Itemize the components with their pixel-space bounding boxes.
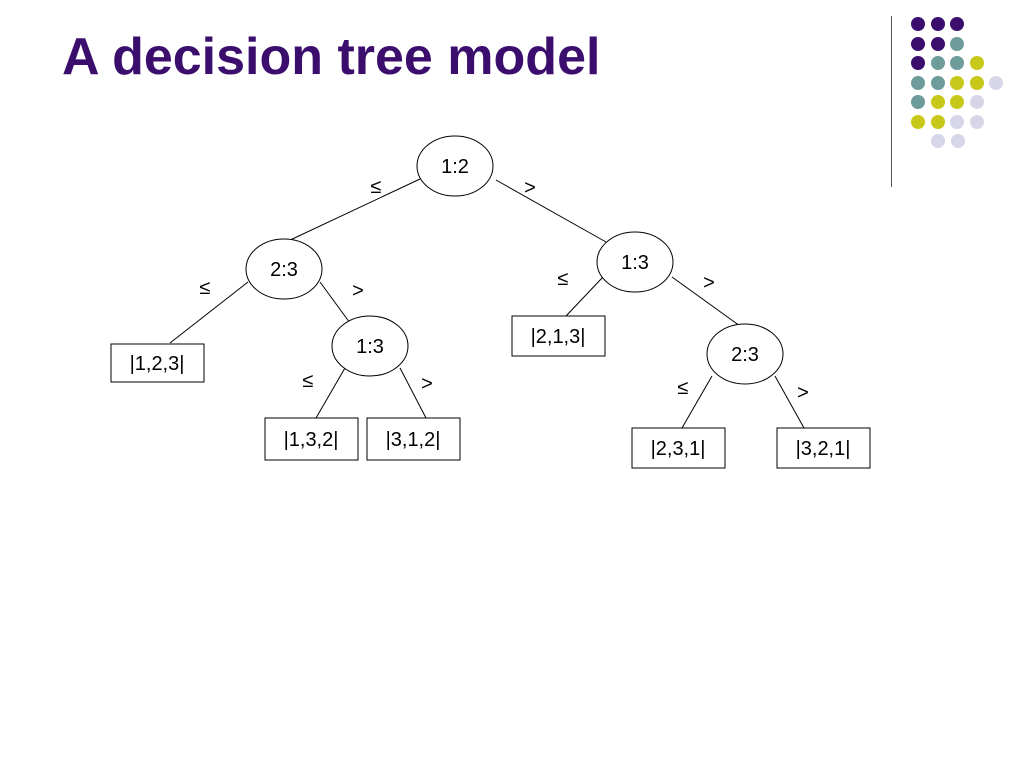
node-label: 1:3 <box>356 336 384 358</box>
decoration-dot <box>950 134 965 148</box>
decoration-dot <box>950 56 964 70</box>
leaf-box <box>366 417 461 461</box>
edge-root-right <box>495 179 607 243</box>
edge-n13a-left <box>315 367 346 419</box>
decoration-dot <box>930 36 945 51</box>
decoration-dot <box>969 95 984 109</box>
decoration-dot <box>950 75 964 90</box>
leaf-label: |1,2,3| <box>130 353 185 375</box>
node-right-right <box>706 323 784 385</box>
decoration-dot <box>950 114 964 129</box>
slide-title: A decision tree model <box>62 28 601 86</box>
edge-label-gt: > <box>352 280 364 302</box>
leaf-box <box>631 427 726 469</box>
decoration-dot <box>969 56 984 70</box>
leaf-box <box>511 315 606 357</box>
leaf-label: |3,2,1| <box>796 438 851 460</box>
edge-label-gt: > <box>524 177 536 199</box>
edge-n13b-right <box>671 276 741 327</box>
decoration-dot <box>930 17 945 31</box>
edge-n13a-right <box>399 367 427 419</box>
decoration-dot <box>911 17 925 31</box>
node-label: 2:3 <box>270 259 298 281</box>
node-right <box>596 231 674 293</box>
leaf-label: |3,1,2| <box>386 429 441 451</box>
decoration-dot <box>930 56 945 70</box>
edge-label-le: ≤ <box>371 176 382 198</box>
decoration-dot <box>911 114 925 129</box>
edge-label-gt: > <box>421 373 433 395</box>
leaf-label: |1,3,2| <box>284 429 339 451</box>
edge-label-le: ≤ <box>303 370 314 392</box>
decoration-dot <box>911 95 925 109</box>
title-divider <box>891 16 892 187</box>
edge-label-gt: > <box>703 272 715 294</box>
edge-n23-right <box>319 281 351 324</box>
edge-label-le: ≤ <box>200 277 211 299</box>
decoration-dot <box>930 95 945 109</box>
edge-n23b-left <box>681 375 713 429</box>
decoration-dot <box>911 36 925 51</box>
decoration-dot <box>950 17 964 31</box>
decoration-dot <box>950 36 964 51</box>
decoration-dot <box>931 134 945 148</box>
decoration-dot <box>911 75 925 90</box>
decoration-dot <box>989 75 1003 90</box>
edge-n23-left <box>169 281 249 344</box>
node-left <box>245 238 323 300</box>
decoration-dot <box>911 56 925 70</box>
leaf-label: |2,3,1| <box>651 438 706 460</box>
leaf-label: |2,1,3| <box>531 326 586 348</box>
decoration-dot <box>969 114 984 129</box>
decoration-dot <box>930 75 945 90</box>
node-label: 1:3 <box>621 252 649 274</box>
node-label: 2:3 <box>731 344 759 366</box>
edge-label-le: ≤ <box>558 268 569 290</box>
decoration-dot <box>930 114 945 129</box>
node-left-right <box>331 315 409 377</box>
edge-n13b-left <box>565 276 604 317</box>
decoration-dot <box>969 75 984 90</box>
node-root <box>416 135 494 197</box>
edge-n23b-right <box>774 375 805 429</box>
edge-root-left <box>285 178 421 243</box>
edge-label-gt: > <box>797 382 809 404</box>
leaf-box <box>264 417 359 461</box>
leaf-box <box>110 343 205 383</box>
leaf-box <box>776 427 871 469</box>
node-label: 1:2 <box>441 156 469 178</box>
decoration-dot <box>950 95 964 109</box>
edge-label-le: ≤ <box>678 377 689 399</box>
